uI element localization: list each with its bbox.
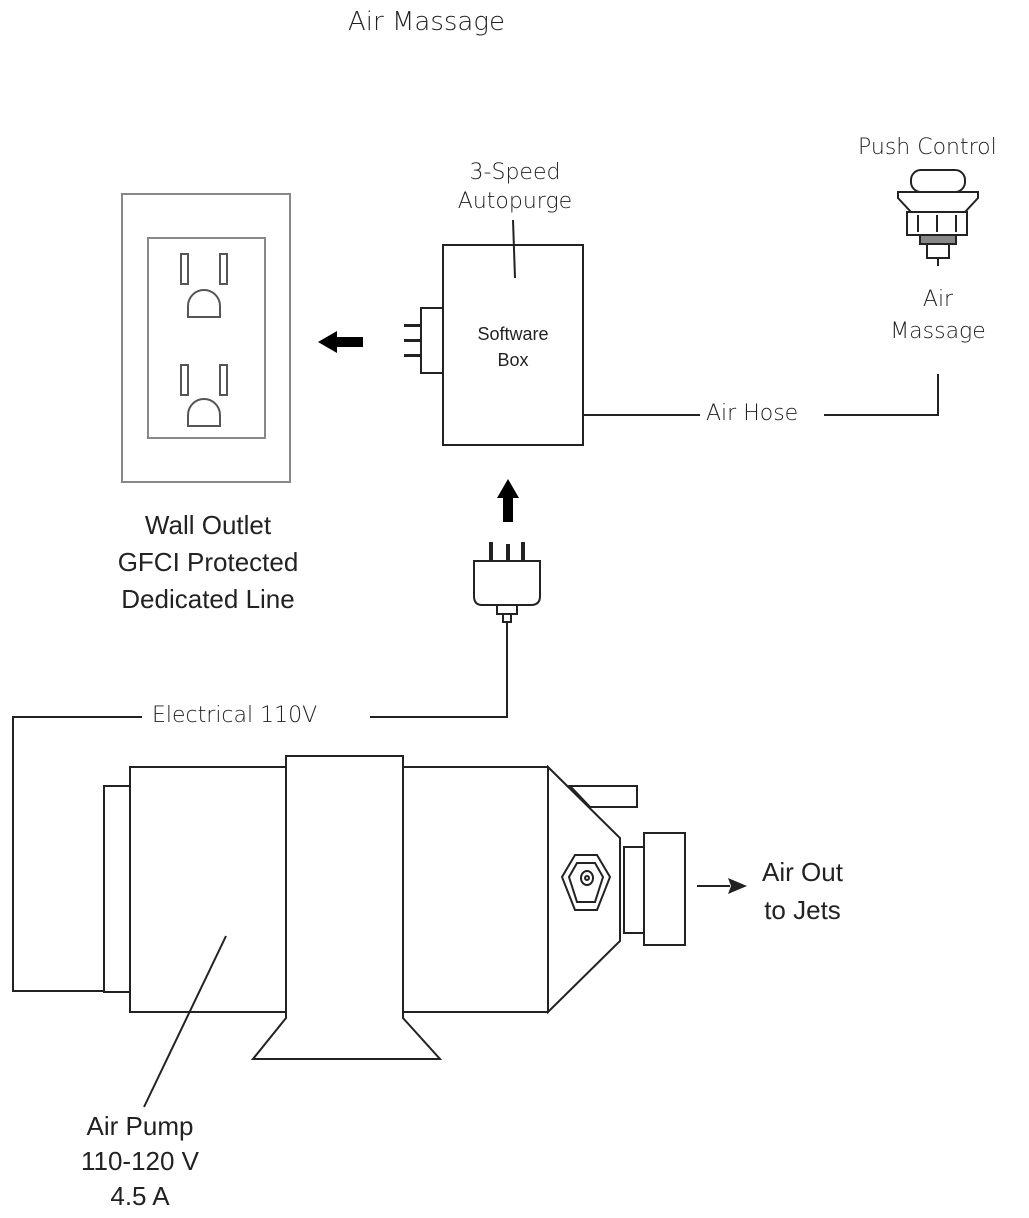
air-hose-label: Air Hose [706, 401, 799, 426]
autopurge-label: 3-Speed Autopurge [430, 158, 600, 216]
air-pump-line-2: 110-120 V [80, 1146, 200, 1176]
air-hose-line [583, 374, 939, 416]
wall-outlet-icon [121, 193, 291, 483]
push-control-line-2: Massage [890, 319, 986, 344]
arrow-left-icon [318, 331, 363, 353]
electrical-label: Electrical 110V [152, 703, 318, 728]
software-box-line-1: Software [477, 324, 549, 344]
push-control-icon [897, 169, 979, 266]
outlet-line-2: GFCI Protected [117, 547, 299, 577]
diagram-title: Air Massage [348, 7, 505, 37]
plug-icon [473, 542, 541, 623]
push-control-label: Air Massage [868, 284, 1008, 348]
outlet-line-3: Dedicated Line [121, 584, 295, 614]
arrow-right-icon [697, 878, 747, 894]
software-box-label: Software Box [443, 321, 583, 373]
push-control-title: Push Control [858, 135, 997, 160]
arrow-up-icon [497, 479, 519, 522]
outlet-line-1: Wall Outlet [144, 510, 272, 540]
air-pump-line-1: Air Pump [86, 1111, 194, 1141]
push-control-line-1: Air [922, 287, 954, 312]
air-pump-icon [103, 755, 686, 1108]
air-out-line-2: to Jets [764, 895, 841, 925]
air-out-line-1: Air Out [762, 857, 843, 887]
air-pump-label: Air Pump 110-120 V 4.5 A [50, 1109, 230, 1214]
electrical-cable-line [12, 622, 508, 992]
software-box-icon [404, 219, 584, 446]
wall-outlet-label: Wall Outlet GFCI Protected Dedicated Lin… [60, 507, 356, 618]
software-box-line-2: Box [497, 350, 529, 370]
autopurge-line-1: 3-Speed [469, 160, 561, 185]
air-out-label: Air Out to Jets [730, 853, 875, 929]
air-pump-line-3: 4.5 A [110, 1181, 170, 1211]
autopurge-line-2: Autopurge [457, 189, 573, 214]
